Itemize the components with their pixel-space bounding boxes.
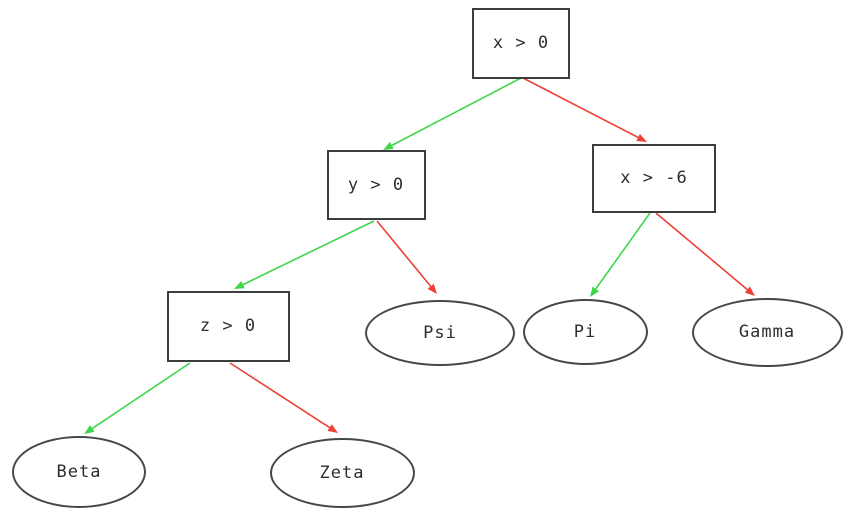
arrowhead-icon: [636, 133, 647, 142]
decision-node-y-gt-0: y > 0: [326, 150, 426, 220]
arrowhead-icon: [383, 141, 394, 150]
leaf-node-zeta: Zeta: [269, 438, 415, 508]
leaf-node-psi: Psi: [365, 300, 515, 366]
decision-node-z-gt-0: z > 0: [166, 290, 290, 362]
arrowhead-icon: [590, 286, 600, 297]
edge-y-gt-0-to-z-gt-0-true: [242, 220, 375, 286]
arrowhead-icon: [234, 281, 245, 289]
leaf-node-gamma: Gamma: [691, 297, 843, 367]
arrowhead-icon: [427, 283, 437, 294]
leaf-node-beta: Beta: [12, 436, 146, 508]
arrowhead-icon: [327, 424, 338, 433]
edge-y-gt-0-to-psi-false: [376, 220, 432, 287]
edge-x-gt-0-to-y-gt-0-true: [391, 77, 522, 147]
edge-z-gt-0-to-beta-true: [91, 362, 191, 430]
arrowhead-icon: [744, 286, 755, 296]
edge-x-gt-0-to-x-gt-m6-false: [522, 77, 639, 139]
decision-node-x-gt-m6: x > -6: [592, 143, 716, 213]
leaf-node-pi: Pi: [522, 299, 648, 365]
edge-x-gt-m6-to-pi-true: [595, 212, 651, 290]
edge-x-gt-m6-to-gamma-false: [655, 212, 748, 291]
edge-z-gt-0-to-zeta-false: [229, 362, 331, 429]
arrowhead-icon: [84, 425, 95, 434]
decision-node-x-gt-0: x > 0: [472, 7, 570, 79]
